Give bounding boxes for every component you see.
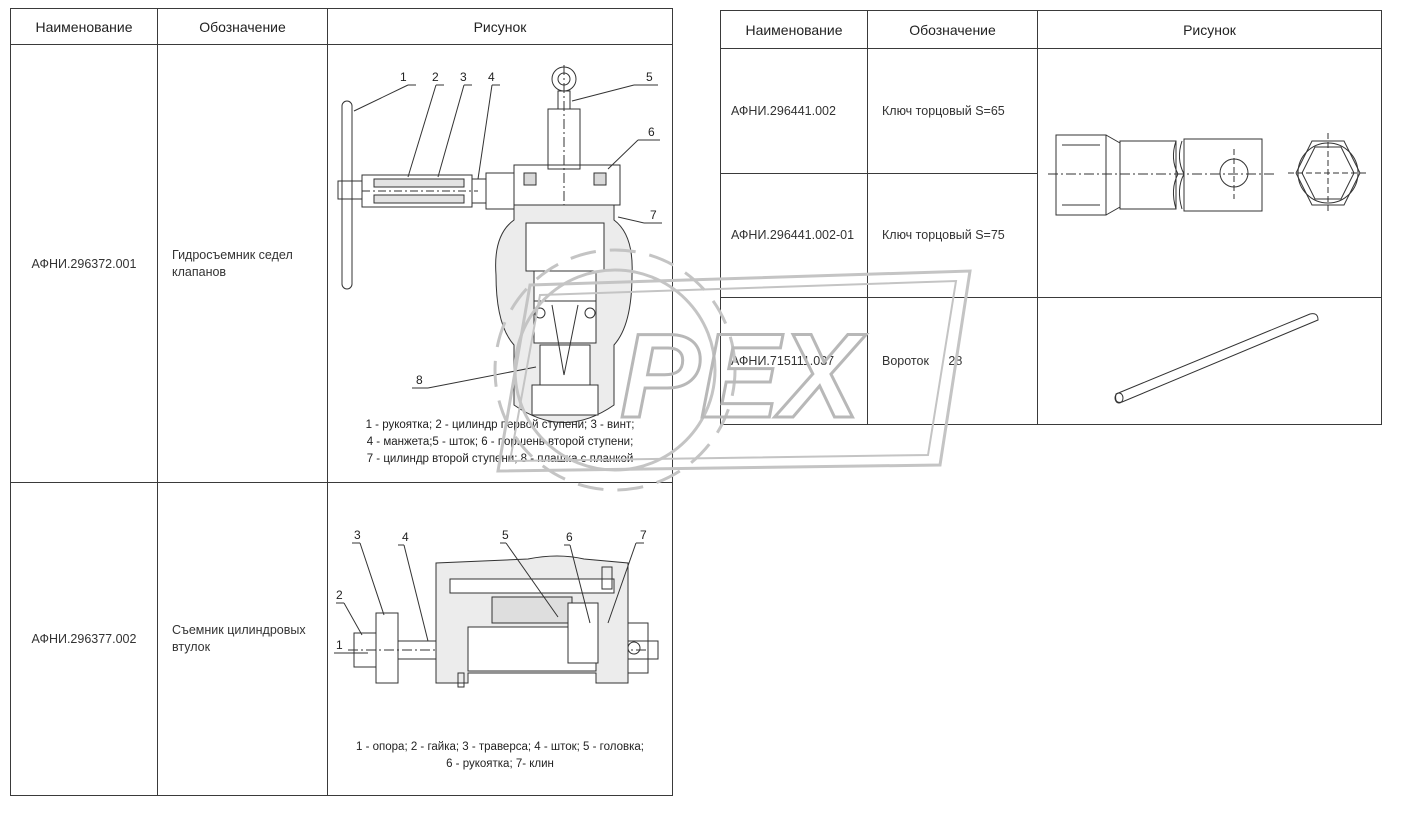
callout-label: 6 bbox=[566, 530, 573, 544]
row-code: АФНИ.296377.002 bbox=[10, 482, 158, 796]
tools-table-right: Наименование Обозначение Рисунок АФНИ.29… bbox=[720, 10, 1382, 425]
header-designation: Обозначение bbox=[867, 10, 1038, 49]
callout-label: 3 bbox=[354, 528, 361, 542]
row-name: Съемник цилиндровых втулок bbox=[157, 482, 328, 796]
table-row: АФНИ.296377.002 Съемник цилиндровых втул… bbox=[10, 482, 673, 796]
row-name-text: Вороток bbox=[882, 354, 929, 368]
drawing-caption: 1 - опора; 2 - гайка; 3 - траверса; 4 - … bbox=[328, 739, 672, 773]
caption-line: 7 - цилиндр второй ступени; 8 - плашка с… bbox=[366, 453, 634, 465]
table-row: АФНИ.296372.001 Гидросъемник седел клапа… bbox=[10, 44, 673, 483]
callout-label: 4 bbox=[402, 530, 409, 544]
callout-label: 2 bbox=[336, 588, 343, 602]
header-picture: Рисунок bbox=[327, 8, 673, 45]
row-code: АФНИ.296441.002-01 bbox=[720, 172, 868, 298]
lever-bar-drawing bbox=[1114, 313, 1319, 404]
callout-label: 7 bbox=[650, 208, 657, 222]
callout-label: 4 bbox=[488, 70, 495, 84]
header-name: Наименование bbox=[10, 8, 158, 45]
socket-wrench-drawing bbox=[1048, 133, 1368, 216]
row-name: Вороток 28 bbox=[867, 297, 1038, 425]
drawing-hydro-puller-cell: 1 2 3 4 5 6 7 8 1 - рукоятка; 2 - цилинд… bbox=[327, 44, 673, 483]
row-code: АФНИ.296441.002 bbox=[720, 48, 868, 174]
callout-label: 1 bbox=[336, 638, 343, 652]
row-name: Ключ торцовый S=75 bbox=[867, 172, 1038, 298]
callout-label: 8 bbox=[416, 373, 423, 387]
drawing-caption: 1 - рукоятка; 2 - цилиндр первой ступени… bbox=[328, 417, 672, 468]
row-code: АФНИ.296372.001 bbox=[10, 44, 158, 483]
callout-label: 2 bbox=[432, 70, 439, 84]
callout-label: 3 bbox=[460, 70, 467, 84]
tools-table-left: Наименование Обозначение Рисунок АФНИ.29… bbox=[10, 8, 673, 796]
drawing-lever-cell bbox=[1037, 297, 1382, 425]
callout-label: 5 bbox=[646, 70, 653, 84]
table-row: АФНИ.296441.002 Ключ торцовый S=65 bbox=[720, 48, 1382, 298]
row-name-extra: 28 bbox=[948, 354, 963, 368]
caption-line: 1 - опора; 2 - гайка; 3 - траверса; 4 - … bbox=[356, 741, 644, 753]
caption-line: 6 - рукоятка; 7- клин bbox=[446, 758, 554, 770]
row-name: Ключ торцовый S=65 bbox=[867, 48, 1038, 174]
header-designation: Обозначение bbox=[157, 8, 328, 45]
table-row: АФНИ.715111.037 Вороток 28 bbox=[720, 297, 1382, 425]
header-picture: Рисунок bbox=[1037, 10, 1382, 49]
row-code: АФНИ.715111.037 bbox=[720, 297, 868, 425]
drawing-socket-wrench-cell bbox=[1037, 48, 1382, 298]
callout-label: 1 bbox=[400, 70, 407, 84]
drawing-liner-puller-cell: 1 2 3 4 5 6 7 1 - опора; 2 - гайка; 3 - … bbox=[327, 482, 673, 796]
caption-line: 1 - рукоятка; 2 - цилиндр первой ступени… bbox=[365, 419, 635, 431]
header-name: Наименование bbox=[720, 10, 868, 49]
row-name: Гидросъемник седел клапанов bbox=[157, 44, 328, 483]
callout-label: 6 bbox=[648, 125, 655, 139]
caption-line: 4 - манжета;5 - шток; 6 - поршень второй… bbox=[366, 436, 634, 448]
callout-label: 5 bbox=[502, 528, 509, 542]
liner-puller-drawing: 1 2 3 4 5 6 7 bbox=[334, 528, 659, 688]
callout-label: 7 bbox=[640, 528, 647, 542]
